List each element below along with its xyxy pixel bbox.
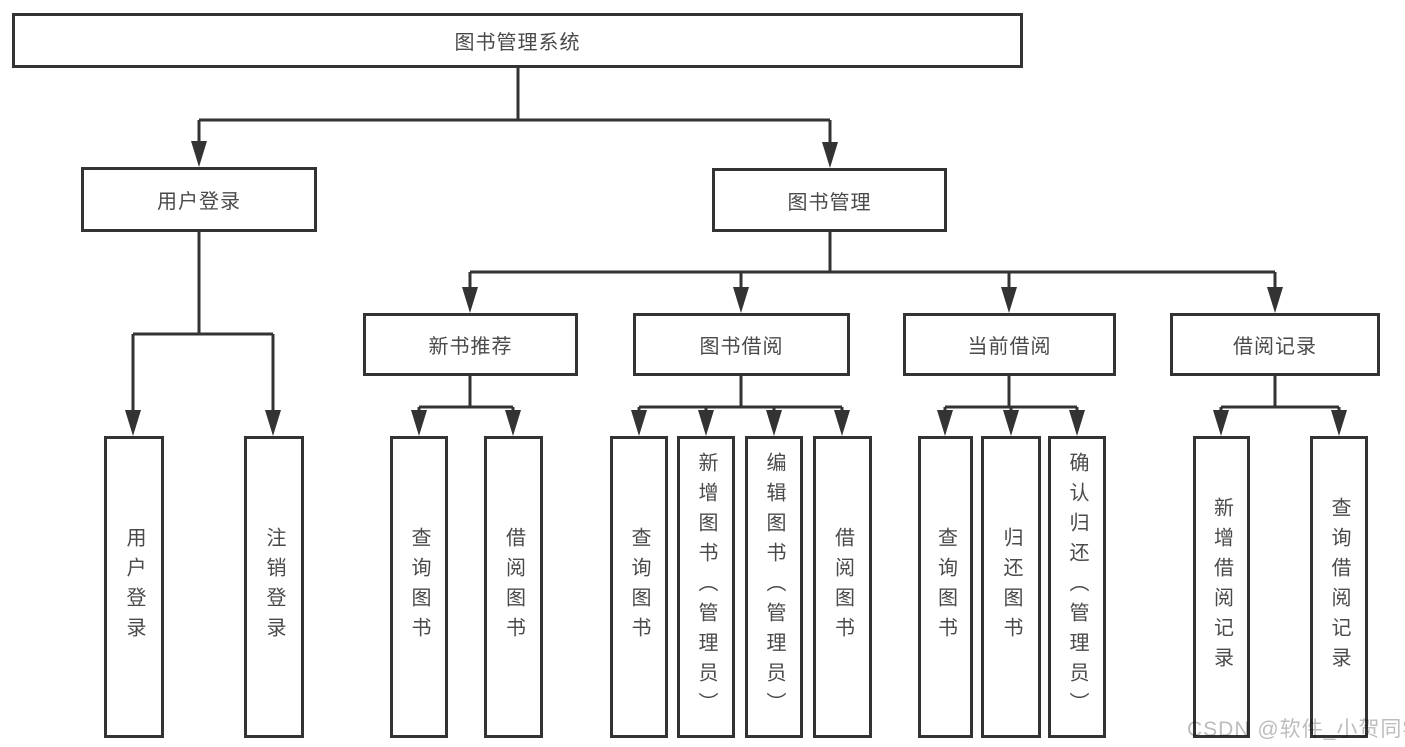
leaf-borrow-book-recommend-label: 借阅图书 — [502, 527, 525, 647]
leaf-borrow-book-recommend: 借阅图书 — [484, 436, 543, 738]
leaf-query-book-current: 查询图书 — [918, 436, 973, 738]
leaf-confirm-return-admin: 确认归还（管理员） — [1048, 436, 1106, 738]
leaf-add-book-admin-label: 新增图书（管理员） — [695, 452, 717, 722]
leaf-borrow-book-borrowing-label: 借阅图书 — [831, 527, 854, 647]
node-user-login: 用户登录 — [81, 167, 317, 232]
leaf-add-book-admin: 新增图书（管理员） — [677, 436, 735, 738]
node-borrowing-records-label: 借阅记录 — [1233, 336, 1317, 358]
node-book-borrowing: 图书借阅 — [633, 313, 850, 376]
node-new-book-recommend: 新书推荐 — [363, 313, 578, 376]
node-user-login-label: 用户登录 — [157, 191, 241, 213]
leaf-query-book-recommend: 查询图书 — [390, 436, 448, 738]
node-current-borrowing: 当前借阅 — [903, 313, 1116, 376]
leaf-return-book-label: 归还图书 — [1000, 527, 1022, 647]
leaf-borrow-book-borrowing: 借阅图书 — [813, 436, 872, 738]
leaf-edit-book-admin-label: 编辑图书（管理员） — [763, 452, 785, 722]
leaf-add-borrow-record: 新增借阅记录 — [1193, 436, 1250, 738]
leaf-confirm-return-admin-label: 确认归还（管理员） — [1066, 452, 1088, 722]
node-root-system: 图书管理系统 — [12, 13, 1023, 68]
node-book-borrowing-label: 图书借阅 — [699, 336, 784, 358]
leaf-user-login: 用户登录 — [104, 436, 164, 738]
leaf-logout-label: 注销登录 — [263, 527, 285, 647]
leaf-query-borrow-record: 查询借阅记录 — [1310, 436, 1368, 738]
leaf-user-login-label: 用户登录 — [123, 527, 145, 647]
node-borrowing-records: 借阅记录 — [1170, 313, 1380, 376]
leaf-query-book-current-label: 查询图书 — [934, 527, 957, 647]
connector-paths — [131, 68, 1341, 424]
leaf-edit-book-admin: 编辑图书（管理员） — [745, 436, 803, 738]
leaf-return-book: 归还图书 — [981, 436, 1041, 738]
node-current-borrowing-label: 当前借阅 — [967, 336, 1052, 358]
leaf-query-book-borrowing: 查询图书 — [610, 436, 668, 738]
leaf-query-book-recommend-label: 查询图书 — [408, 527, 430, 647]
leaf-add-borrow-record-label: 新增借阅记录 — [1210, 497, 1233, 677]
leaf-query-book-borrowing-label: 查询图书 — [628, 527, 650, 647]
node-new-book-recommend-label: 新书推荐 — [428, 336, 513, 358]
node-root-system-label: 图书管理系统 — [454, 32, 581, 54]
arrowheads — [125, 141, 1347, 436]
node-book-management-label: 图书管理 — [787, 191, 872, 214]
node-book-management: 图书管理 — [712, 168, 947, 232]
leaf-logout: 注销登录 — [244, 436, 304, 738]
csdn-watermark: CSDN @软件_小贺同学 — [1187, 718, 1405, 741]
leaf-query-borrow-record-label: 查询借阅记录 — [1328, 497, 1350, 677]
